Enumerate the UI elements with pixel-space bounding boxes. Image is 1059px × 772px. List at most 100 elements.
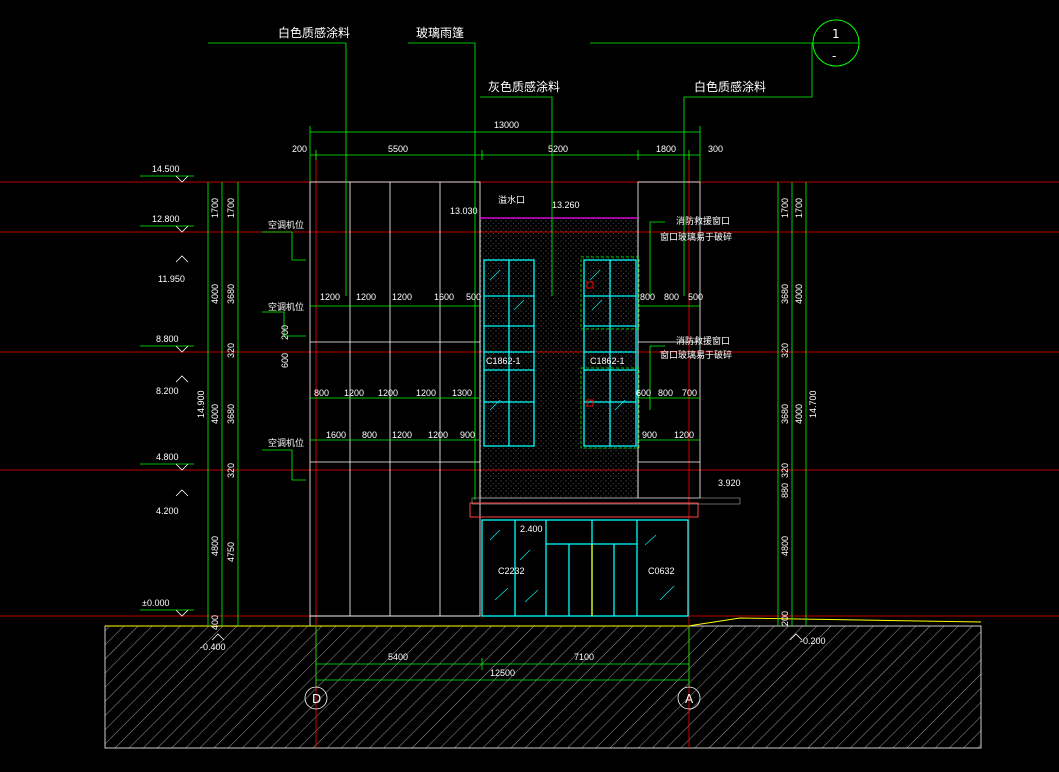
dim-top-5: 300 — [708, 144, 723, 154]
rdim-b1: 1700 — [794, 198, 804, 218]
window-right — [583, 259, 637, 447]
ldim-overall: 14.900 — [196, 390, 206, 418]
row-dim-r2b-0: 600 — [636, 388, 651, 398]
rdim-a4: 3680 — [780, 404, 790, 424]
row-dim-r3-4: 900 — [460, 430, 475, 440]
row-dim-r3-1: 800 — [362, 430, 377, 440]
level-8200: 8.200 — [156, 386, 179, 396]
ground-hatch — [105, 626, 981, 748]
ground-line — [105, 617, 982, 627]
row-dim-r1-1: 1200 — [356, 292, 376, 302]
ldim-a5: 400 — [210, 615, 220, 630]
row-dim-r2-0: 800 — [314, 388, 329, 398]
label-fire-rescue-1: 消防救援窗口 — [676, 215, 730, 227]
row-dim-r2-3: 1200 — [416, 388, 436, 398]
dimension-lines — [140, 42, 813, 686]
label-fire-rescue-2: 消防救援窗口 — [676, 335, 730, 347]
level-minus-0200: -0.200 — [800, 636, 826, 646]
label-white-coating-left: 白色质感涂料 — [278, 25, 350, 40]
row-dim-r3-0: 1600 — [326, 430, 346, 440]
dim-bottom-overall: 12500 — [490, 668, 515, 678]
row-dim-r1-3: 1600 — [434, 292, 454, 302]
level-2400: 2.400 — [520, 524, 543, 534]
storefront — [481, 519, 689, 617]
ldim-c2: 600 — [280, 353, 290, 368]
ldim-b1: 1700 — [226, 198, 236, 218]
rdim-b4: 4800 — [780, 536, 790, 556]
window-tag-1: C1862-1 — [486, 356, 521, 366]
label-glass-canopy: 玻璃雨篷 — [416, 25, 464, 40]
rdim-overall: 14.700 — [808, 390, 818, 418]
rdim-b3: 4000 — [794, 404, 804, 424]
ldim-a2: 4000 — [210, 284, 220, 304]
level-3920: 3.920 — [718, 478, 741, 488]
row-dim-r1-2: 1200 — [392, 292, 412, 302]
row-dim-r3b-1: 1200 — [674, 430, 694, 440]
dim-top-2: 5500 — [388, 144, 408, 154]
rdim-a5: 320 — [780, 463, 790, 478]
row-dim-r1-4: 500 — [466, 292, 481, 302]
level-4800: 4.800 — [156, 452, 179, 462]
rdim-b5: 200 — [780, 611, 790, 626]
door-tag-1: C2232 — [498, 566, 525, 576]
rdim-b2: 4000 — [794, 284, 804, 304]
section-number: 1 — [832, 27, 840, 41]
rdim-a2: 3680 — [780, 284, 790, 304]
row-dim-r2-2: 1200 — [378, 388, 398, 398]
ldim-b3: 320 — [226, 343, 236, 358]
dim-bottom-2: 7100 — [574, 652, 594, 662]
label-fire-rescue-1b: 窗口玻璃易于破碎 — [660, 231, 732, 243]
ldim-b4: 3680 — [226, 404, 236, 424]
glass-canopy — [469, 502, 699, 518]
ldim-b6: 4750 — [226, 542, 236, 562]
dim-top-overall: 13000 — [494, 120, 519, 130]
row-dim-r1b-0: 800 — [640, 292, 655, 302]
axis-bubble-a — [677, 686, 701, 710]
ldim-b5: 320 — [226, 463, 236, 478]
axis-label-a: A — [685, 692, 694, 706]
row-dim-r1b-2: 500 — [688, 292, 703, 302]
building-outline — [309, 181, 701, 626]
row-dim-r1-0: 1200 — [320, 292, 340, 302]
level-12800: 12.800 — [152, 214, 180, 224]
level-13260: 13.260 — [552, 200, 580, 210]
door-tag-2: C0632 — [648, 566, 675, 576]
ldim-a4: 4800 — [210, 536, 220, 556]
axis-bubble-d — [304, 686, 328, 710]
window-left — [483, 259, 535, 447]
row-dim-r3b-0: 900 — [642, 430, 657, 440]
dim-top-3: 5200 — [548, 144, 568, 154]
label-fire-rescue-2b: 窗口玻璃易于破碎 — [660, 349, 732, 361]
right-vertical-dims: 1700 3680 320 3680 320 880 1700 4000 400… — [780, 198, 818, 626]
level-8800: 8.800 — [156, 334, 179, 344]
level-0: ±0.000 — [142, 598, 169, 608]
row-dim-r3-3: 1200 — [428, 430, 448, 440]
label-overflow: 溢水口 — [498, 194, 525, 206]
dim-bottom-1: 5400 — [388, 652, 408, 662]
dim-top-1: 200 — [292, 144, 307, 154]
axis-label-d: D — [312, 692, 321, 706]
row-dim-r2-1: 1200 — [344, 388, 364, 398]
label-ac-3: 空调机位 — [268, 437, 304, 449]
ldim-a1: 1700 — [210, 198, 220, 218]
section-sub: - — [832, 49, 836, 63]
row-dim-r2b-1: 800 — [658, 388, 673, 398]
dim-top-4: 1800 — [656, 144, 676, 154]
rdim-a3: 320 — [780, 343, 790, 358]
row-dim-r2b-2: 700 — [682, 388, 697, 398]
label-white-coating-right: 白色质感涂料 — [694, 79, 766, 94]
ldim-b2: 3680 — [226, 284, 236, 304]
level-4200: 4.200 — [156, 506, 179, 516]
ldim-c1: 200 — [280, 325, 290, 340]
ldim-a3: 4000 — [210, 404, 220, 424]
label-ac-2: 空调机位 — [268, 301, 304, 313]
left-vertical-dims: 1700 4000 4000 4800 400 1700 3680 320 36… — [196, 198, 290, 630]
row-dim-r3-2: 1200 — [392, 430, 412, 440]
rdim-a1: 1700 — [780, 198, 790, 218]
level-11950: 11.950 — [158, 274, 185, 284]
row-dim-r1b-1: 800 — [664, 292, 679, 302]
grey-coating-panel — [479, 217, 639, 499]
level-13030: 13.030 — [450, 206, 478, 216]
facade-row-dims: 1200 1200 1200 1600 500 800 800 500 800 1200 1200 1… — [314, 292, 703, 440]
